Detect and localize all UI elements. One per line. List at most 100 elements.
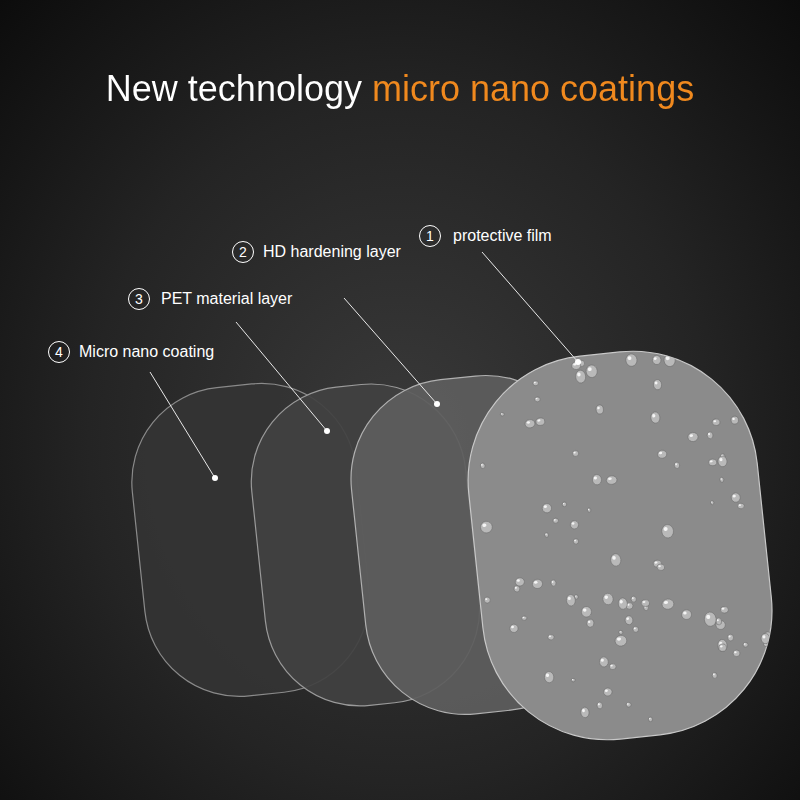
drop-highlight — [549, 635, 551, 637]
drop-body — [575, 370, 586, 384]
water-drop — [718, 644, 726, 652]
drop-highlight — [655, 381, 658, 384]
drop-highlight — [719, 720, 721, 722]
drop-body — [718, 644, 726, 652]
water-drop — [717, 639, 728, 652]
water-drop — [661, 524, 674, 539]
water-drop — [480, 521, 493, 534]
drop-body — [717, 456, 727, 468]
drop-body — [731, 416, 739, 425]
callout-number: 4 — [48, 341, 70, 363]
protective-layer — [456, 339, 785, 752]
water-drop — [653, 379, 662, 390]
water-drop — [570, 520, 579, 529]
callout-number: 1 — [419, 225, 441, 247]
drop-highlight — [627, 703, 629, 705]
drop-body — [574, 594, 578, 599]
water-drop — [731, 416, 739, 425]
drop-body — [484, 597, 491, 604]
water-drop — [650, 411, 660, 423]
drop-body — [618, 597, 628, 609]
drop-body — [712, 418, 720, 425]
drop-highlight — [610, 665, 613, 667]
drop-highlight — [510, 715, 513, 717]
drop-body — [731, 492, 741, 502]
drop-highlight — [716, 363, 719, 366]
drop-body — [737, 503, 744, 509]
water-drop — [572, 450, 579, 457]
drop-body — [572, 450, 579, 457]
drop-highlight — [577, 372, 581, 376]
drop-body — [650, 411, 660, 423]
water-drop — [618, 597, 628, 609]
drop-body — [534, 397, 540, 402]
drop-body — [500, 412, 504, 416]
drop-body — [515, 577, 525, 586]
water-drop — [716, 618, 722, 626]
water-drop — [625, 353, 637, 367]
leader-line — [150, 372, 215, 478]
leader-dot — [434, 401, 440, 407]
drop-body — [708, 459, 717, 467]
drop-highlight — [481, 464, 483, 466]
drop-highlight — [719, 458, 722, 462]
drop-body — [710, 501, 714, 505]
water-drop — [737, 503, 744, 509]
drop-highlight — [717, 619, 719, 621]
drop-body — [533, 381, 539, 386]
drop-body — [717, 639, 728, 652]
drop-highlight — [632, 597, 634, 599]
drop-highlight — [594, 476, 597, 479]
drop-body — [619, 630, 623, 634]
water-drop — [733, 650, 741, 657]
drop-body — [761, 633, 771, 644]
water-drop — [657, 564, 665, 571]
drop-highlight — [627, 356, 631, 360]
title: New technology micro nano coatings — [106, 68, 694, 110]
water-drop — [580, 707, 589, 718]
drop-body — [597, 702, 603, 709]
drop-body — [585, 364, 597, 378]
water-drop — [720, 606, 728, 613]
drop-highlight — [522, 617, 524, 618]
drop-highlight — [597, 407, 600, 410]
water-drop — [626, 702, 631, 707]
drop-highlight — [552, 581, 554, 583]
drop-body — [592, 474, 602, 485]
water-drop — [712, 672, 717, 678]
water-drop — [541, 737, 545, 741]
drop-highlight — [526, 421, 530, 424]
water-drop — [596, 405, 604, 415]
leader-dot — [212, 475, 218, 481]
water-drop — [545, 533, 549, 538]
drop-highlight — [573, 452, 575, 454]
water-drop — [657, 450, 667, 459]
drop-body — [480, 463, 485, 469]
layer-label: protective film — [453, 226, 552, 246]
water-drop — [641, 599, 650, 607]
drop-body — [586, 619, 594, 628]
water-drop — [484, 597, 491, 604]
water-drop — [574, 594, 578, 599]
drop-body — [657, 450, 667, 459]
layer-label: Micro nano coating — [79, 342, 214, 362]
drop-body — [587, 508, 591, 513]
drop-highlight — [654, 561, 657, 563]
drop-body — [687, 432, 698, 442]
drop-highlight — [608, 477, 612, 480]
drop-body — [514, 585, 521, 592]
drop-highlight — [659, 452, 662, 455]
drop-highlight — [482, 523, 486, 527]
drop-highlight — [511, 626, 514, 629]
drop-body — [562, 502, 567, 507]
drop-body — [553, 518, 559, 524]
water-drop — [720, 477, 724, 482]
drop-highlight — [713, 420, 716, 422]
drop-highlight — [732, 418, 735, 421]
drop-highlight — [666, 356, 670, 360]
water-drop — [633, 626, 639, 632]
water-drop — [631, 596, 637, 603]
water-drop — [566, 594, 576, 606]
drop-body — [633, 626, 639, 632]
